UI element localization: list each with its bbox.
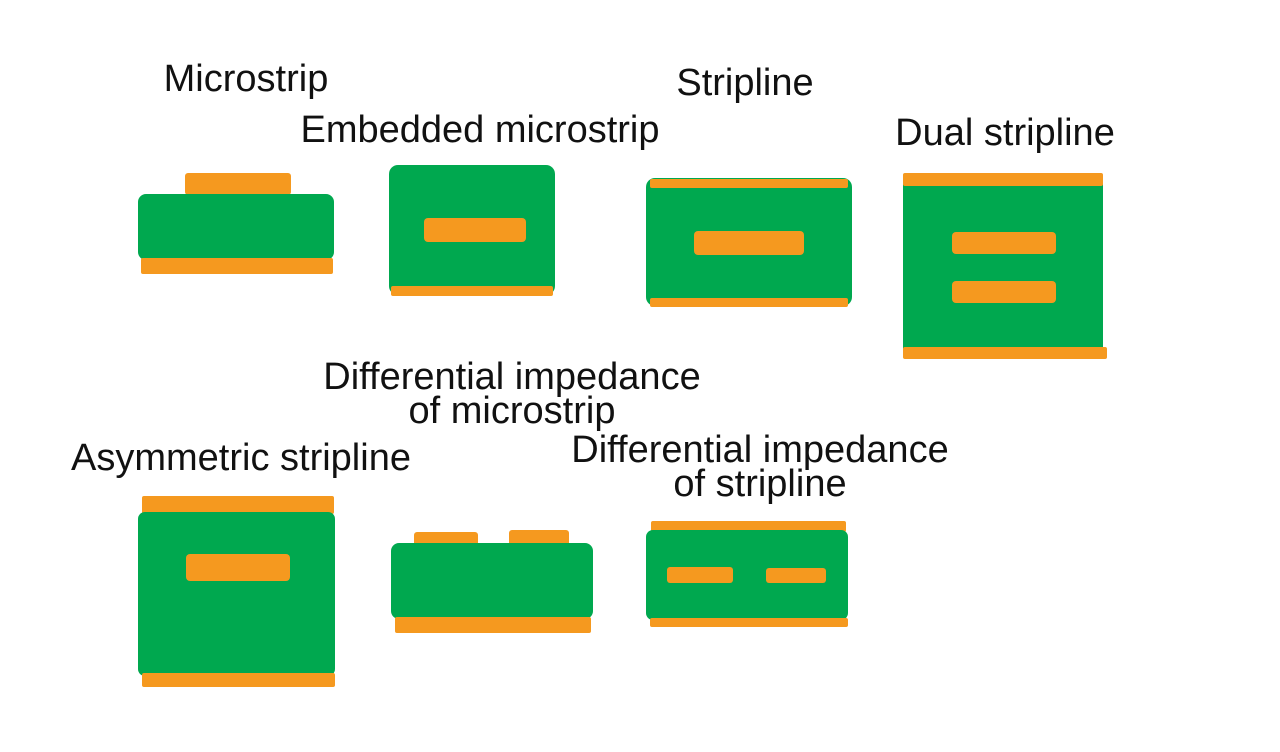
- differential-microstrip-structure: [391, 530, 593, 633]
- stripline-top-plane: [650, 179, 848, 188]
- differential-microstrip-label-line2: of microstrip: [408, 390, 616, 432]
- differential-stripline-label-line1: Differential impedance: [571, 429, 949, 471]
- differential-microstrip-label: Differential impedance of microstrip: [292, 356, 732, 432]
- stripline-structure: [646, 178, 852, 307]
- dual-stripline-top-plane: [903, 173, 1103, 186]
- dual-stripline-bottom-plane: [903, 347, 1107, 359]
- dual-stripline-structure: [903, 173, 1107, 359]
- microstrip-ground-plane: [141, 258, 333, 274]
- asymmetric-stripline-dielectric: [138, 512, 335, 676]
- dual-stripline-dielectric: [903, 174, 1103, 354]
- differential-microstrip-dielectric: [391, 543, 593, 619]
- differential-stripline-label-line2: of stripline: [673, 463, 847, 505]
- asymmetric-stripline-trace: [186, 554, 290, 581]
- embedded-microstrip-structure: [389, 165, 555, 296]
- asymmetric-stripline-top-plane: [142, 496, 334, 514]
- differential-stripline-trace-right: [766, 568, 826, 583]
- differential-stripline-bottom-plane: [650, 618, 848, 627]
- dual-stripline-trace-upper: [952, 232, 1056, 254]
- differential-microstrip-ground-plane: [395, 617, 591, 633]
- microstrip-dielectric: [138, 194, 334, 260]
- stripline-trace: [694, 231, 804, 255]
- embedded-microstrip-label: Embedded microstrip: [300, 109, 660, 151]
- differential-stripline-structure: [646, 521, 848, 627]
- microstrip-structure: [138, 173, 334, 274]
- differential-microstrip-label-line1: Differential impedance: [323, 356, 701, 398]
- dual-stripline-label: Dual stripline: [895, 112, 1115, 154]
- differential-stripline-label: Differential impedance of stripline: [540, 429, 980, 505]
- asymmetric-stripline-label: Asymmetric stripline: [71, 437, 411, 479]
- stripline-label: Stripline: [676, 62, 814, 104]
- microstrip-trace: [185, 173, 291, 195]
- differential-stripline-trace-left: [667, 567, 733, 583]
- differential-stripline-top-plane: [651, 521, 846, 532]
- embedded-microstrip-trace: [424, 218, 526, 242]
- dual-stripline-trace-lower: [952, 281, 1056, 303]
- asymmetric-stripline-structure: [138, 496, 335, 687]
- differential-stripline-dielectric: [646, 530, 848, 620]
- stripline-bottom-plane: [650, 298, 848, 307]
- embedded-microstrip-ground-plane: [391, 286, 553, 296]
- asymmetric-stripline-bottom-plane: [142, 673, 335, 687]
- microstrip-label: Microstrip: [163, 58, 329, 100]
